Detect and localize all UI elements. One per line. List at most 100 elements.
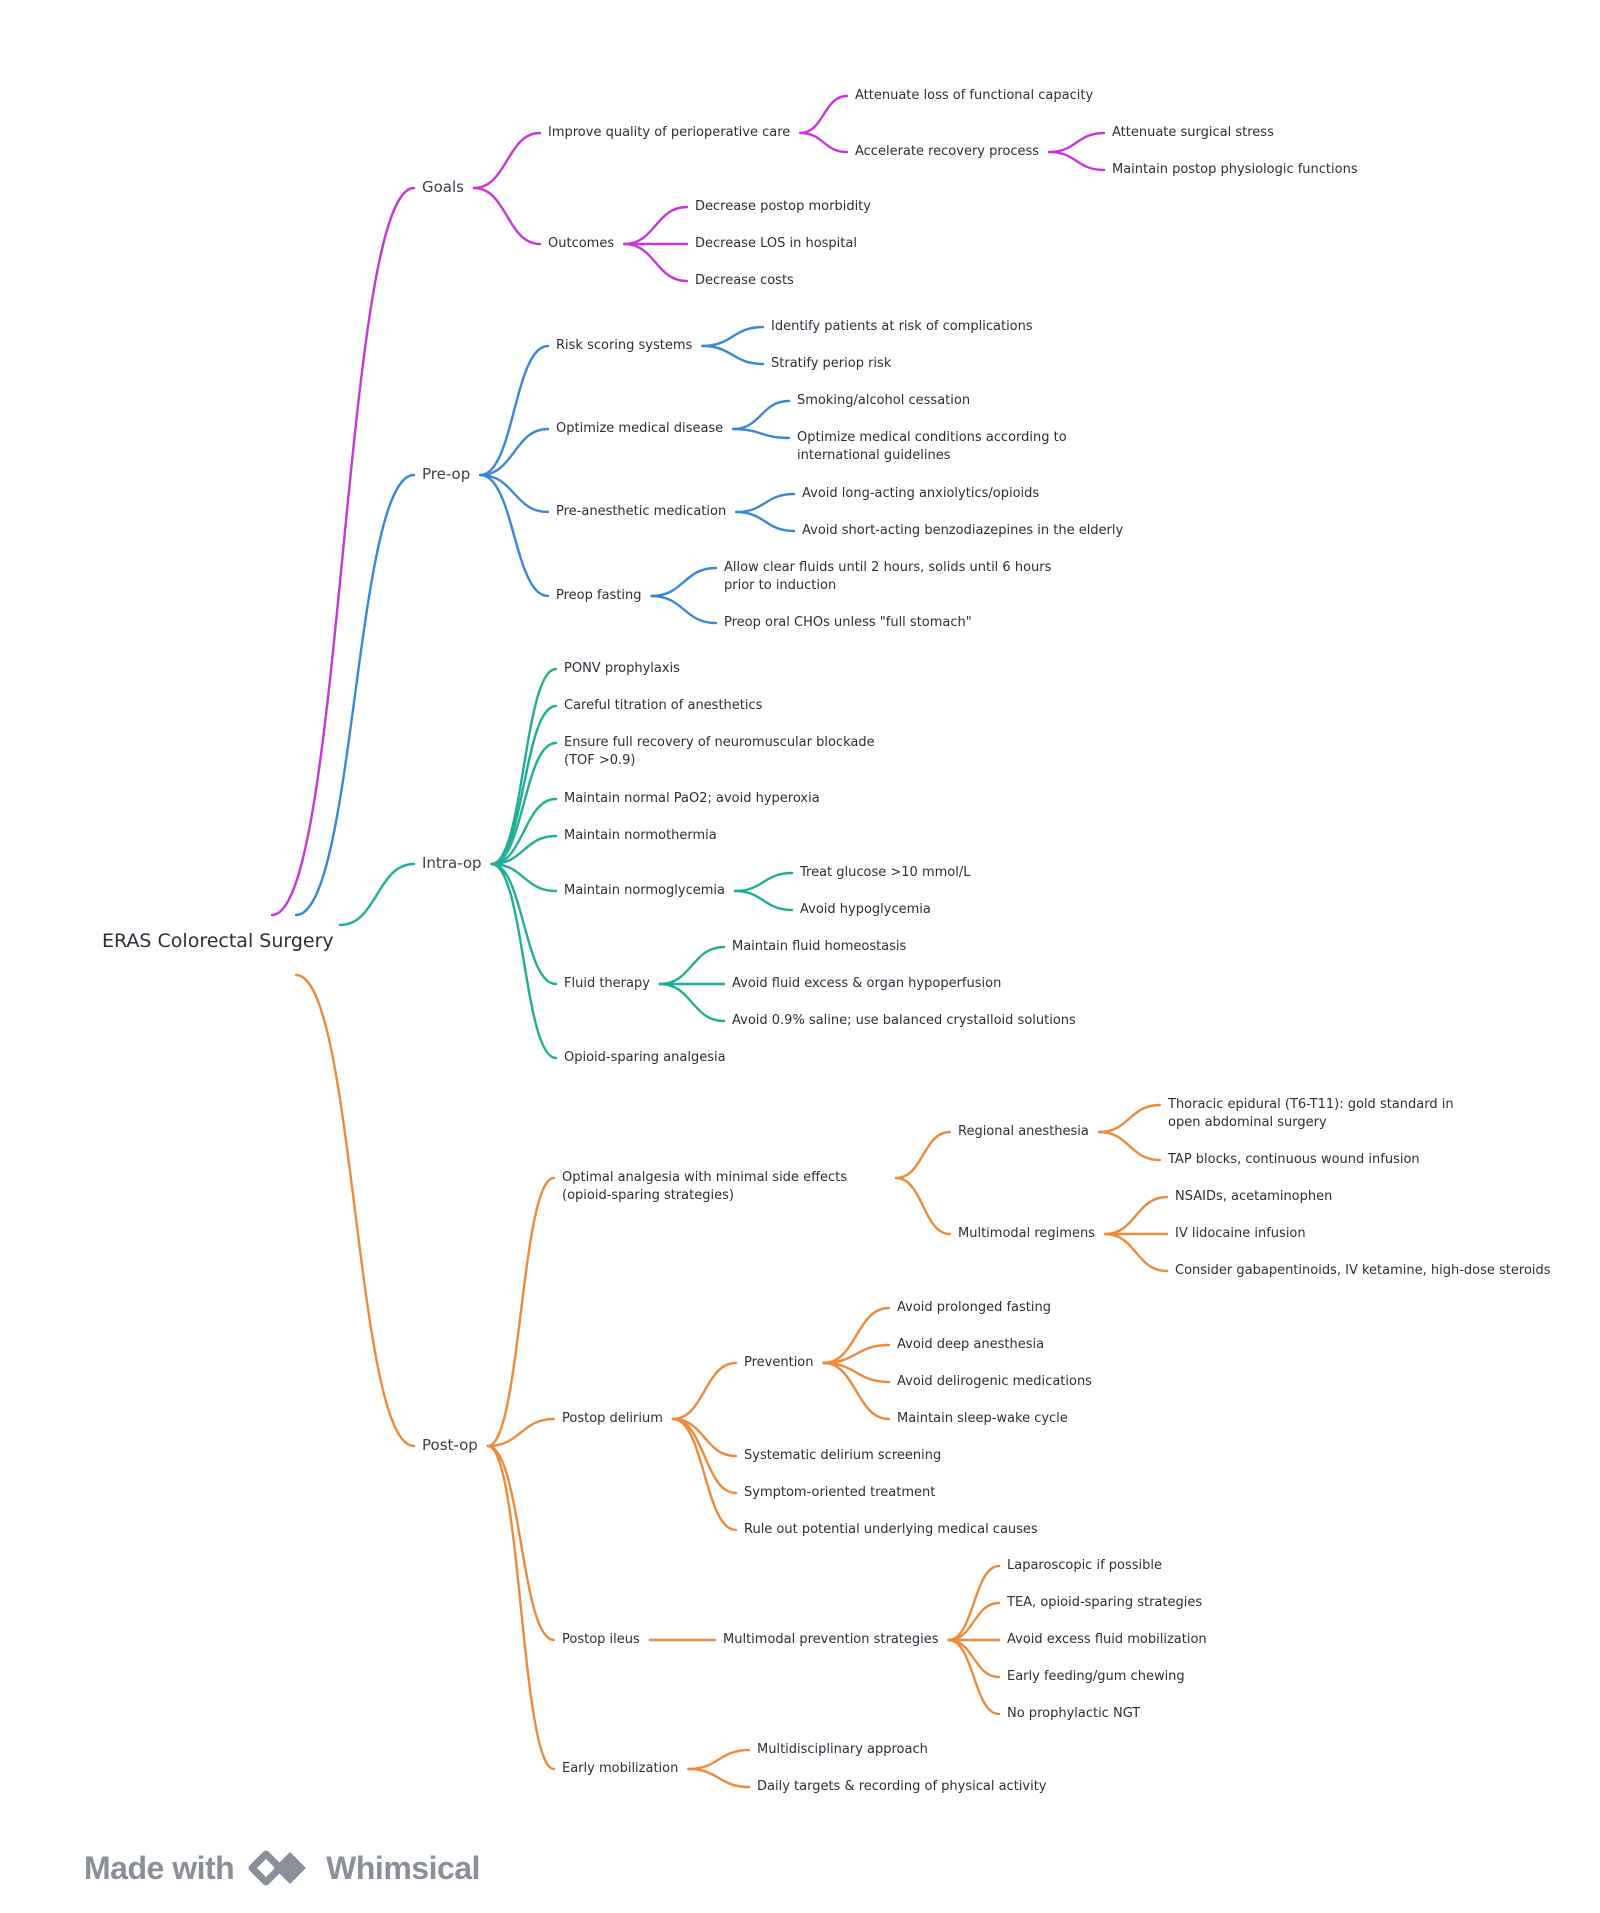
topic-early-feeding-gum-chewing[interactable]: Early feeding/gum chewing xyxy=(1007,1669,1185,1684)
topic-multimodal-regimens[interactable]: Multimodal regimens xyxy=(958,1226,1095,1241)
topic-stratify-periop-risk[interactable]: Stratify periop risk xyxy=(771,356,892,371)
connector-maintain-normal-pao2-avoid-hyperoxia xyxy=(490,797,558,866)
topic-optimize-medical-disease[interactable]: Optimize medical disease xyxy=(556,421,724,436)
topic-fluid-therapy[interactable]: Fluid therapy xyxy=(564,976,650,991)
connector-avoid-short-acting-benzodiazepines-in-the-elderl xyxy=(735,510,796,533)
topic-optimize-medical-conditions-according-to-interna[interactable]: Optimize medical conditions according to… xyxy=(797,430,1067,463)
topic-tea-opioid-sparing-strategies[interactable]: TEA, opioid-sparing strategies xyxy=(1007,1595,1203,1610)
topic-ensure-full-recovery-of-neuromuscular-blockade-t[interactable]: Ensure full recovery of neuromuscular bl… xyxy=(564,735,875,768)
topic-no-prophylactic-ngt[interactable]: No prophylactic NGT xyxy=(1007,1706,1141,1721)
topic-outcomes[interactable]: Outcomes xyxy=(548,236,615,251)
topic-early-mobilization[interactable]: Early mobilization xyxy=(562,1761,679,1776)
topic-opioid-sparing-analgesia[interactable]: Opioid-sparing analgesia xyxy=(564,1050,726,1065)
connector-ensure-full-recovery-of-neuromuscular-blockade-t xyxy=(490,741,558,866)
connector-daily-targets-recording-of-physical-activity xyxy=(687,1767,751,1789)
whimsical-logo-icon xyxy=(248,1850,307,1886)
topic-multidisciplinary-approach[interactable]: Multidisciplinary approach xyxy=(757,1742,928,1757)
branch-topic-pre-op[interactable]: Pre-op xyxy=(422,465,471,483)
topic-ponv-prophylaxis[interactable]: PONV prophylaxis xyxy=(564,661,680,676)
connector-maintain-normothermia xyxy=(490,834,558,866)
connector-avoid-0-9-saline-use-balanced-crystalloid-soluti xyxy=(658,982,726,1023)
topic-decrease-postop-morbidity[interactable]: Decrease postop morbidity xyxy=(695,199,871,214)
topic-allow-clear-fluids-until-2-hours-solids-until-6-[interactable]: Allow clear fluids until 2 hours, solids… xyxy=(724,560,1052,593)
topic-thoracic-epidural-t6-t11-gold-standard-in-open-a[interactable]: Thoracic epidural (T6-T11): gold standar… xyxy=(1168,1097,1454,1130)
topic-avoid-excess-fluid-mobilization[interactable]: Avoid excess fluid mobilization xyxy=(1007,1632,1207,1647)
connector-multimodal-regimens xyxy=(894,1176,952,1236)
made-with-whimsical-badge[interactable]: Made with Whimsical xyxy=(84,1840,480,1896)
connector-optimal-analgesia-with-minimal-side-effects-opio xyxy=(486,1176,556,1448)
topic-identify-patients-at-risk-of-complications[interactable]: Identify patients at risk of complicatio… xyxy=(771,319,1033,334)
topic-decrease-los-in-hospital[interactable]: Decrease LOS in hospital xyxy=(695,236,857,251)
topic-careful-titration-of-anesthetics[interactable]: Careful titration of anesthetics xyxy=(564,698,763,713)
topic-avoid-fluid-excess-organ-hypoperfusion[interactable]: Avoid fluid excess & organ hypoperfusion xyxy=(732,976,1002,991)
whimsical-brand-label: Whimsical xyxy=(326,1849,480,1886)
connector-pre-anesthetic-medication xyxy=(479,473,550,514)
topic-preop-fasting[interactable]: Preop fasting xyxy=(556,588,642,603)
topic-attenuate-surgical-stress[interactable]: Attenuate surgical stress xyxy=(1112,125,1274,140)
topic-systematic-delirium-screening[interactable]: Systematic delirium screening xyxy=(744,1448,942,1463)
topic-decrease-costs[interactable]: Decrease costs xyxy=(695,273,794,288)
topic-symptom-oriented-treatment[interactable]: Symptom-oriented treatment xyxy=(744,1485,936,1500)
topic-avoid-hypoglycemia[interactable]: Avoid hypoglycemia xyxy=(800,902,931,917)
root-topic[interactable]: ERAS Colorectal Surgery xyxy=(102,930,334,952)
connector-maintain-postop-physiologic-functions xyxy=(1047,150,1106,172)
topic-avoid-short-acting-benzodiazepines-in-the-elderl[interactable]: Avoid short-acting benzodiazepines in th… xyxy=(802,523,1124,538)
connector-thoracic-epidural-t6-t11-gold-standard-in-open-a xyxy=(1097,1103,1162,1134)
topic-accelerate-recovery-process[interactable]: Accelerate recovery process xyxy=(855,144,1040,159)
topic-maintain-fluid-homeostasis[interactable]: Maintain fluid homeostasis xyxy=(732,939,907,954)
topic-maintain-normal-pao2-avoid-hyperoxia[interactable]: Maintain normal PaO2; avoid hyperoxia xyxy=(564,791,820,806)
topic-smoking-alcohol-cessation[interactable]: Smoking/alcohol cessation xyxy=(797,393,971,408)
topic-risk-scoring-systems[interactable]: Risk scoring systems xyxy=(556,338,693,353)
topic-prevention[interactable]: Prevention xyxy=(744,1355,814,1370)
connector-fluid-therapy xyxy=(490,862,558,986)
topic-regional-anesthesia[interactable]: Regional anesthesia xyxy=(958,1124,1089,1139)
connector-outcomes xyxy=(472,186,542,246)
connector-avoid-prolonged-fasting xyxy=(822,1306,891,1365)
topic-maintain-postop-physiologic-functions[interactable]: Maintain postop physiologic functions xyxy=(1112,162,1358,177)
topic-maintain-normoglycemia[interactable]: Maintain normoglycemia xyxy=(564,883,725,898)
topic-preop-oral-chos-unless-full-stomach[interactable]: Preop oral CHOs unless "full stomach" xyxy=(724,615,972,630)
topic-maintain-sleep-wake-cycle[interactable]: Maintain sleep-wake cycle xyxy=(897,1411,1068,1426)
connector-prevention xyxy=(671,1361,738,1421)
topic-multimodal-prevention-strategies[interactable]: Multimodal prevention strategies xyxy=(723,1632,939,1647)
topic-rule-out-potential-underlying-medical-causes[interactable]: Rule out potential underlying medical ca… xyxy=(744,1522,1038,1537)
topic-postop-ileus[interactable]: Postop ileus xyxy=(562,1632,640,1647)
connector-postop-delirium xyxy=(486,1417,556,1448)
made-with-label: Made with xyxy=(84,1849,235,1886)
branch-topic-intra-op[interactable]: Intra-op xyxy=(422,854,482,872)
connector-decrease-costs xyxy=(622,242,689,283)
connector-rule-out-potential-underlying-medical-causes xyxy=(671,1417,738,1532)
topic-daily-targets-recording-of-physical-activity[interactable]: Daily targets & recording of physical ac… xyxy=(757,1779,1047,1794)
topic-attenuate-loss-of-functional-capacity[interactable]: Attenuate loss of functional capacity xyxy=(855,88,1094,103)
topic-laparoscopic-if-possible[interactable]: Laparoscopic if possible xyxy=(1007,1558,1163,1573)
branch-topic-post-op[interactable]: Post-op xyxy=(422,1436,478,1454)
topic-avoid-deep-anesthesia[interactable]: Avoid deep anesthesia xyxy=(897,1337,1045,1352)
connector-stratify-periop-risk xyxy=(701,344,765,366)
topic-avoid-long-acting-anxiolytics-opioids[interactable]: Avoid long-acting anxiolytics/opioids xyxy=(802,486,1040,501)
topic-treat-glucose-10-mmol-l[interactable]: Treat glucose >10 mmol/L xyxy=(800,865,971,880)
connector-opioid-sparing-analgesia xyxy=(490,862,558,1060)
topic-consider-gabapentinoids-iv-ketamine-high-dose-st[interactable]: Consider gabapentinoids, IV ketamine, hi… xyxy=(1175,1263,1551,1278)
topic-maintain-normothermia[interactable]: Maintain normothermia xyxy=(564,828,717,843)
topic-avoid-0-9-saline-use-balanced-crystalloid-soluti[interactable]: Avoid 0.9% saline; use balanced crystall… xyxy=(732,1013,1076,1028)
topic-improve-quality-of-perioperative-care[interactable]: Improve quality of perioperative care xyxy=(548,125,791,140)
connector-tap-blocks-continuous-wound-infusion xyxy=(1097,1130,1162,1162)
topic-avoid-prolonged-fasting[interactable]: Avoid prolonged fasting xyxy=(897,1300,1051,1315)
topic-nsaids-acetaminophen[interactable]: NSAIDs, acetaminophen xyxy=(1175,1189,1333,1204)
topic-postop-delirium[interactable]: Postop delirium xyxy=(562,1411,663,1426)
connector-maintain-fluid-homeostasis xyxy=(658,945,726,986)
topic-avoid-delirogenic-medications[interactable]: Avoid delirogenic medications xyxy=(897,1374,1092,1389)
topic-iv-lidocaine-infusion[interactable]: IV lidocaine infusion xyxy=(1175,1226,1306,1241)
connector-postop-ileus xyxy=(486,1444,556,1642)
connector-laparoscopic-if-possible xyxy=(947,1564,1001,1642)
topic-pre-anesthetic-medication[interactable]: Pre-anesthetic medication xyxy=(556,504,727,519)
connector-root-to-goals xyxy=(270,186,416,917)
topic-optimal-analgesia-with-minimal-side-effects-opio[interactable]: Optimal analgesia with minimal side effe… xyxy=(562,1170,848,1203)
connector-root-to-post-op xyxy=(294,973,416,1448)
branch-topic-goals[interactable]: Goals xyxy=(422,178,464,196)
connector-root-to-pre-op xyxy=(294,473,416,917)
connector-improve-quality-of-perioperative-care xyxy=(472,131,542,190)
topic-tap-blocks-continuous-wound-infusion[interactable]: TAP blocks, continuous wound infusion xyxy=(1168,1152,1420,1167)
